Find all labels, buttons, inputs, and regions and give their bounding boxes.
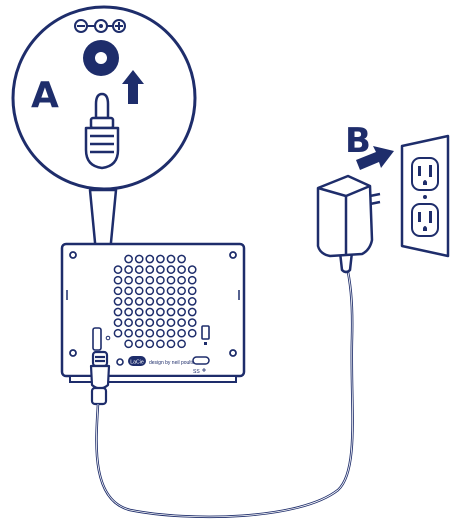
screw-icon <box>69 251 77 259</box>
vent-hole <box>124 307 133 317</box>
vent-hole <box>134 286 144 296</box>
vent-hole <box>124 328 133 338</box>
vent-hole <box>177 328 186 338</box>
lock-icon <box>204 342 207 345</box>
vent-hole <box>156 286 165 296</box>
vent-hole <box>124 275 133 285</box>
vent-hole <box>177 318 186 327</box>
vent-hole <box>145 297 155 306</box>
vent-hole <box>113 307 123 317</box>
vent-hole <box>166 286 176 296</box>
vent-hole <box>156 297 165 306</box>
dc-jack-icon <box>83 40 119 76</box>
plug-in-arrow-icon <box>356 146 394 170</box>
usb-c-port <box>192 356 210 365</box>
vent-hole <box>145 328 155 338</box>
vent-hole <box>124 286 133 296</box>
barrel-plug <box>84 92 120 170</box>
step-a-label: A <box>31 75 59 116</box>
vent-hole <box>177 339 186 349</box>
usb-icon <box>202 368 206 372</box>
vent-hole <box>187 307 197 317</box>
vent-hole <box>187 318 197 327</box>
vent-hole <box>145 339 155 349</box>
vent-hole <box>113 265 123 274</box>
vent-hole <box>145 265 155 274</box>
vent-hole <box>156 307 165 317</box>
port-label: SS <box>193 369 200 375</box>
vent-hole <box>187 275 197 285</box>
vent-hole <box>156 318 165 327</box>
brand-badge-text: LaCie <box>130 359 144 365</box>
vent-hole <box>177 265 186 274</box>
vent-hole <box>134 339 144 349</box>
power-switch[interactable] <box>201 325 210 340</box>
vent-hole <box>134 275 144 285</box>
step-b-label: B <box>345 121 371 161</box>
vent-hole <box>145 275 155 285</box>
vent-hole <box>156 275 165 285</box>
vent-hole <box>134 318 144 327</box>
vent-hole <box>145 286 155 296</box>
vent-hole <box>166 328 176 338</box>
vent-hole <box>113 318 123 327</box>
screw-icon <box>69 349 77 357</box>
vent-hole <box>187 297 197 306</box>
screw-icon <box>229 251 237 259</box>
vent-hole <box>145 318 155 327</box>
vent-hole <box>177 307 186 317</box>
vent-hole <box>177 275 186 285</box>
vent-hole <box>113 328 123 338</box>
hard-drive-enclosure: LaCie design by neil poulton SS <box>60 242 246 383</box>
vent-hole <box>145 254 155 264</box>
vent-hole <box>134 328 144 338</box>
vent-hole <box>166 275 176 285</box>
vent-hole <box>166 318 176 327</box>
vent-hole <box>156 339 165 349</box>
vent-hole <box>113 297 123 306</box>
vent-hole <box>166 265 176 274</box>
vent-hole <box>134 254 144 264</box>
vent-hole <box>134 265 144 274</box>
socket-upper <box>411 157 439 191</box>
vent-hole <box>124 318 133 327</box>
vent-hole <box>124 339 133 349</box>
led-icon <box>116 358 124 366</box>
screw-icon <box>423 195 427 199</box>
vent-hole <box>187 286 197 296</box>
socket-lower <box>411 203 439 237</box>
brand-badge <box>128 356 146 366</box>
screw-icon <box>229 349 237 357</box>
vent-hole <box>156 265 165 274</box>
wall-outlet <box>400 134 450 258</box>
vent-hole <box>156 328 165 338</box>
vent-hole <box>134 297 144 306</box>
vent-hole <box>166 254 176 264</box>
vent-hole <box>166 307 176 317</box>
vent-hole <box>166 297 176 306</box>
design-credit-text: design by neil poulton <box>149 360 198 366</box>
polarity-symbol <box>74 19 126 33</box>
vent-hole <box>166 339 176 349</box>
dc-plug-inserted <box>89 350 111 406</box>
zoom-callout: A <box>11 5 197 328</box>
vent-hole <box>134 307 144 317</box>
vent-hole <box>177 297 186 306</box>
vent-hole <box>156 254 165 264</box>
vent-hole <box>177 286 186 296</box>
vent-hole <box>124 297 133 306</box>
vent-hole <box>145 307 155 317</box>
vent-hole <box>177 254 186 264</box>
vent-hole <box>187 265 197 274</box>
vent-hole <box>113 275 123 285</box>
insert-arrow-icon <box>122 70 144 104</box>
ventilation-grid <box>113 254 197 349</box>
vent-hole <box>113 286 123 296</box>
dc-in-port <box>92 327 102 351</box>
vent-hole <box>124 265 133 274</box>
power-adapter <box>316 174 381 274</box>
vent-hole <box>187 328 197 338</box>
vent-hole <box>124 254 133 264</box>
